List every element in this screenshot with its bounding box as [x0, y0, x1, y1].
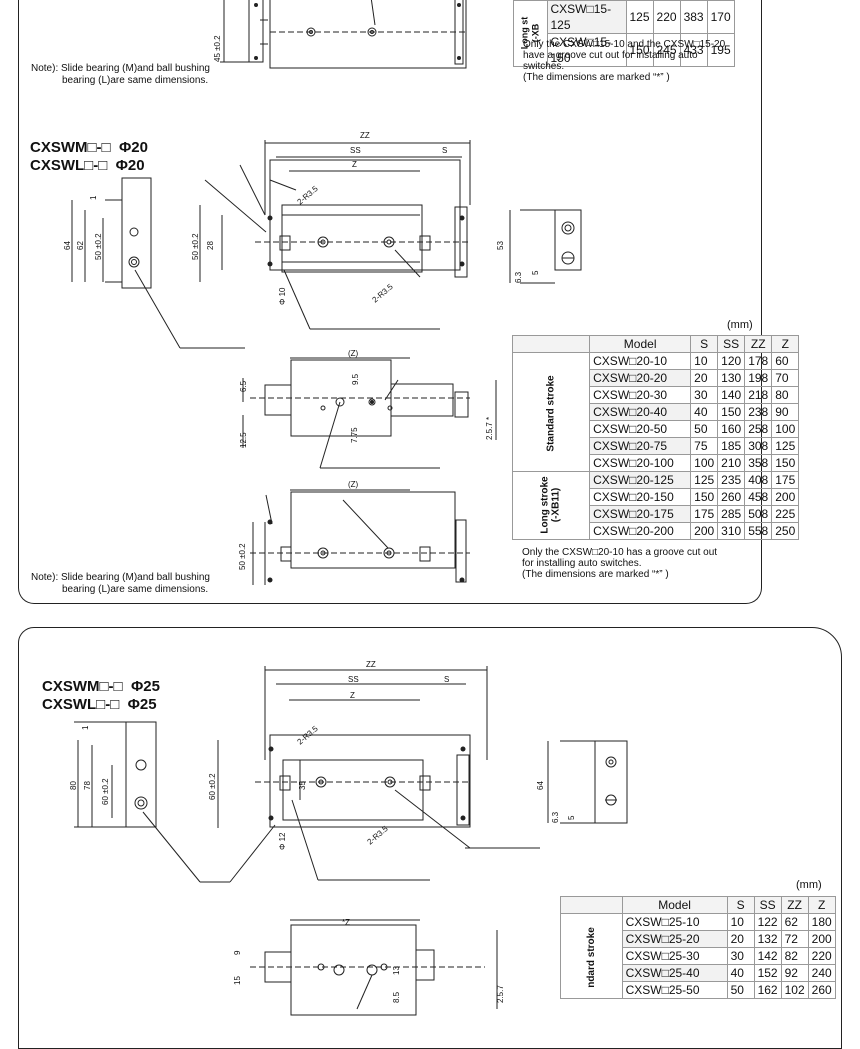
- dim-z: Z: [350, 691, 355, 700]
- dim-s: S: [442, 146, 447, 155]
- dim-64: 64: [63, 241, 72, 250]
- dim-65: 6.5: [239, 380, 248, 392]
- dim-s: S: [444, 675, 449, 684]
- dim-95: 9.5: [351, 373, 360, 385]
- dim-80: 80: [69, 781, 78, 790]
- body-top-view-20: [269, 159, 461, 271]
- phi25-drawing: ZZ SS S Z *Z 1 80 78 60 ±0.2 60 ±0.2 35 …: [69, 660, 628, 1016]
- dim-775: 7.75: [350, 427, 359, 443]
- dim-63: 6.3: [514, 271, 523, 283]
- dim-ss: SS: [348, 675, 359, 684]
- phi20-drawing: ZZ SS S Z (Z) (Z) 64 62 50 ±0.2 1 50 ±0.…: [63, 131, 582, 585]
- dim-85: 8.5: [392, 991, 401, 1003]
- phi25-unit: (mm): [796, 879, 822, 891]
- dim-phi12: Φ 12: [278, 832, 287, 850]
- phi20-bearing-note: Note): Slide bearing (M)and ball bushing…: [31, 572, 210, 595]
- dim-28: 28: [206, 241, 215, 250]
- standard-stroke-label: Standard stroke: [511, 352, 591, 472]
- dim-64: 64: [536, 781, 545, 790]
- dim-63: 6.3: [551, 811, 560, 823]
- long-stroke-label: Long stroke (-XB11): [511, 471, 591, 540]
- phi15-table-note: Only the CXSW□15-10 and the CXSW□15-20 h…: [523, 39, 726, 83]
- phi15-drawing-fragment: 45 ±0.2: [213, 0, 467, 69]
- dim-zp2: (Z): [348, 480, 359, 489]
- dim-15: 15: [233, 976, 242, 985]
- dim-257: 2.5.7: [496, 985, 505, 1003]
- phi20-unit: (mm): [727, 319, 753, 331]
- dim-1: 1: [81, 725, 90, 730]
- dim-50a: 50 ±0.2: [94, 233, 103, 260]
- dim-phi10: Φ 10: [278, 287, 287, 305]
- dim-78: 78: [83, 781, 92, 790]
- dim-53: 53: [496, 241, 505, 250]
- dim-125: 12.5: [239, 432, 248, 448]
- dim-zp: (Z): [348, 349, 359, 358]
- dim-60b: 60 ±0.2: [208, 773, 217, 800]
- standard-stroke-label: ndard stroke: [560, 913, 623, 999]
- dim-5: 5: [567, 815, 576, 820]
- dim-zz: ZZ: [360, 131, 370, 140]
- dim-1: 1: [89, 195, 98, 200]
- dim-z: Z: [352, 160, 357, 169]
- dim-62: 62: [76, 241, 85, 250]
- dim-9: 9: [233, 950, 242, 955]
- dim-zs: *Z: [342, 918, 350, 927]
- dim-5: 5: [531, 270, 540, 275]
- dim-50b: 50 ±0.2: [191, 233, 200, 260]
- dim-45: 45 ±0.2: [213, 35, 222, 62]
- dim-13: 13: [392, 966, 401, 975]
- dim-35: 35: [298, 781, 307, 790]
- dim-50c: 50 ±0.2: [238, 543, 247, 570]
- dim-ss: SS: [350, 146, 361, 155]
- phi15-bearing-note: Note): Slide bearing (M)and ball bushing…: [31, 63, 210, 86]
- dim-257: 2.5.7 *: [485, 417, 494, 440]
- phi20-table-note: Only the CXSW□20-10 has a groove cut out…: [522, 547, 718, 580]
- dim-zz: ZZ: [366, 660, 376, 669]
- endplate-20: [121, 177, 152, 289]
- dim-60a: 60 ±0.2: [101, 778, 110, 805]
